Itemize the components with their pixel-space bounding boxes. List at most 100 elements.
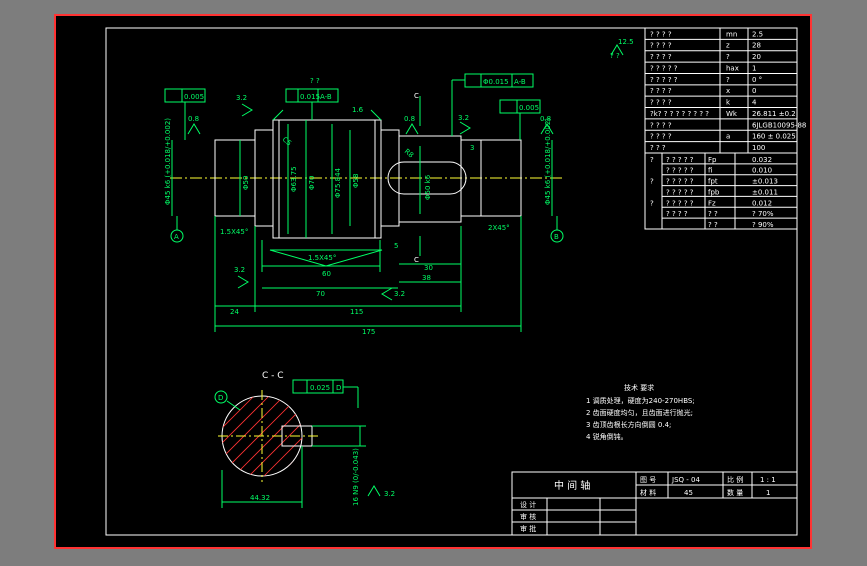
dim-24: 24 — [230, 308, 239, 316]
rough-32-b: 3.2 — [458, 114, 469, 122]
tol-value: ? 70% — [752, 210, 774, 218]
spec-label: ? ? ? ? ? — [650, 64, 678, 72]
datum-b: B — [554, 233, 559, 241]
spec-value: 0 — [752, 87, 756, 95]
tol-value: 0.010 — [752, 167, 772, 175]
qty-value: 1 — [766, 489, 770, 497]
chamfer-left: 1.5X45° — [220, 228, 248, 236]
sym-ref: D — [336, 384, 341, 392]
spec-label: ? ? ? ? — [650, 133, 672, 141]
tol-symbol: fpt — [708, 178, 718, 186]
dim-d50-left: Φ50 — [242, 176, 250, 190]
spec-value: 160 ± 0.025 — [752, 133, 796, 141]
dim-d45-right: Φ45 k6 (+0.018/+0.002) — [544, 118, 552, 205]
datum-d: D — [218, 394, 223, 402]
spec-value: 1 — [752, 64, 756, 72]
tol-label: ? ? ? ? ? — [666, 156, 694, 164]
title-block — [511, 471, 798, 536]
tol-value: ±0.013 — [752, 178, 778, 186]
dim-175: 175 — [362, 328, 375, 336]
spec-symbol: x — [726, 87, 730, 95]
note-2: 2 齿面硬度均匀，且齿面进行抛光; — [586, 408, 693, 417]
tol-group: ? — [650, 156, 654, 164]
drawing-border — [105, 27, 798, 536]
tol-label: ? ? ? ? ? — [666, 167, 694, 175]
tol-value: ? 90% — [752, 221, 774, 229]
section-title: C - C — [262, 371, 284, 381]
dim-d75: Φ75.844 — [334, 167, 342, 198]
dim-5: 5 — [394, 242, 398, 250]
tol-symbol: Fz — [708, 199, 716, 207]
row-review: 审 核 — [520, 512, 536, 521]
spec-value: 0 ° — [752, 76, 762, 84]
rough-32-a: 3.2 — [236, 94, 247, 102]
spec-symbol: Wk — [726, 110, 738, 118]
tol-label: ? ? ? ? — [666, 210, 688, 218]
note-1: 1 调质处理，硬度为240-270HBS; — [586, 396, 695, 405]
runout-ref: A-B — [320, 93, 332, 101]
row-design: 设 计 — [520, 500, 536, 509]
geometric-tolerance-callouts — [164, 44, 624, 408]
surface-reading: 12.5 — [618, 38, 634, 46]
tol-symbol: ? ? — [708, 210, 718, 218]
dim-d58: Φ58 — [352, 174, 360, 188]
scale-value: 1 : 1 — [760, 476, 776, 484]
rough-16: 1.6 — [352, 106, 364, 114]
spec-value: 2.5 — [752, 30, 763, 38]
tol-symbol: fi — [708, 167, 712, 175]
spec-value: 6JLGB10095-88 — [752, 121, 806, 129]
datum-a: A — [174, 233, 179, 241]
dim-d63: Φ63.75 — [290, 166, 298, 192]
spec-symbol: mn — [726, 30, 737, 38]
scale-label: 比 例 — [727, 475, 743, 484]
material-value: 45 — [684, 489, 693, 497]
tol-value: 0.032 — [752, 156, 772, 164]
spec-label: ? ? ? ? ? — [650, 76, 678, 84]
spec-label: ? ? ? ? — [650, 42, 672, 50]
tol-label: ? ? ? ? ? — [666, 199, 694, 207]
spec-symbol: z — [726, 42, 730, 50]
title-block-text: 中 间 轴 图 号 JSQ - 04 比 例 1 : 1 材 料 45 数 量 … — [520, 475, 776, 533]
dim-16: 16 N9 (0/-0.043) — [352, 448, 360, 506]
spec-value: 20 — [752, 53, 761, 61]
spec-label: ? ? ? ? — [650, 87, 672, 95]
shaft-main-view — [170, 109, 565, 239]
rough-32-e: 3.2 — [384, 490, 395, 498]
tol-group: ? — [650, 199, 654, 207]
dim-70: 70 — [316, 290, 325, 298]
runout-tol: 0.015 — [300, 93, 320, 101]
spec-table — [644, 27, 798, 230]
spec-label: ? ? ? — [650, 144, 666, 152]
note-4: 4 锐角倒钝。 — [586, 432, 628, 441]
sym-tol: 0.025 — [310, 384, 330, 392]
rough-32-c: 3.2 — [234, 266, 245, 274]
tol-label: ? ? ? ? ? — [666, 178, 694, 186]
spec-symbol: ? — [726, 53, 730, 61]
tol-symbol: fpb — [708, 188, 720, 196]
spec-value: 4 — [752, 99, 757, 107]
dimension-lines — [170, 96, 564, 332]
dim-3: 3 — [470, 144, 474, 152]
tol-symbol: ? ? — [708, 221, 718, 229]
chamfer-right: 2X45° — [488, 224, 510, 232]
section-c-bot: C — [414, 256, 419, 264]
spec-label: ? ? ? ? — [650, 99, 672, 107]
tol-value: ±0.011 — [752, 188, 778, 196]
dim-d45-left: Φ45 k6 (+0.018/+0.002) — [164, 118, 172, 205]
section-c-top: C — [414, 92, 419, 100]
rough-32-d: 3.2 — [394, 290, 405, 298]
part-name: 中 间 轴 — [554, 479, 590, 492]
dim-44: 44.32 — [250, 494, 270, 502]
spec-label: ? ? ? ? — [650, 30, 672, 38]
rough-08-c: 0.8 — [540, 115, 551, 123]
dim-30: 30 — [424, 264, 433, 272]
spec-value: 26.811 ±0.2 — [752, 110, 796, 118]
tol-symbol: Fp — [708, 156, 717, 164]
top-question: ? ? — [310, 77, 320, 85]
flat-tol-left: 0.005 — [184, 93, 204, 101]
callout-text: 0.005 0.015 A-B Φ0.015 A-B 0.005 0.025 D… — [174, 38, 634, 498]
spec-label: ? ? ? ? — [650, 53, 672, 61]
